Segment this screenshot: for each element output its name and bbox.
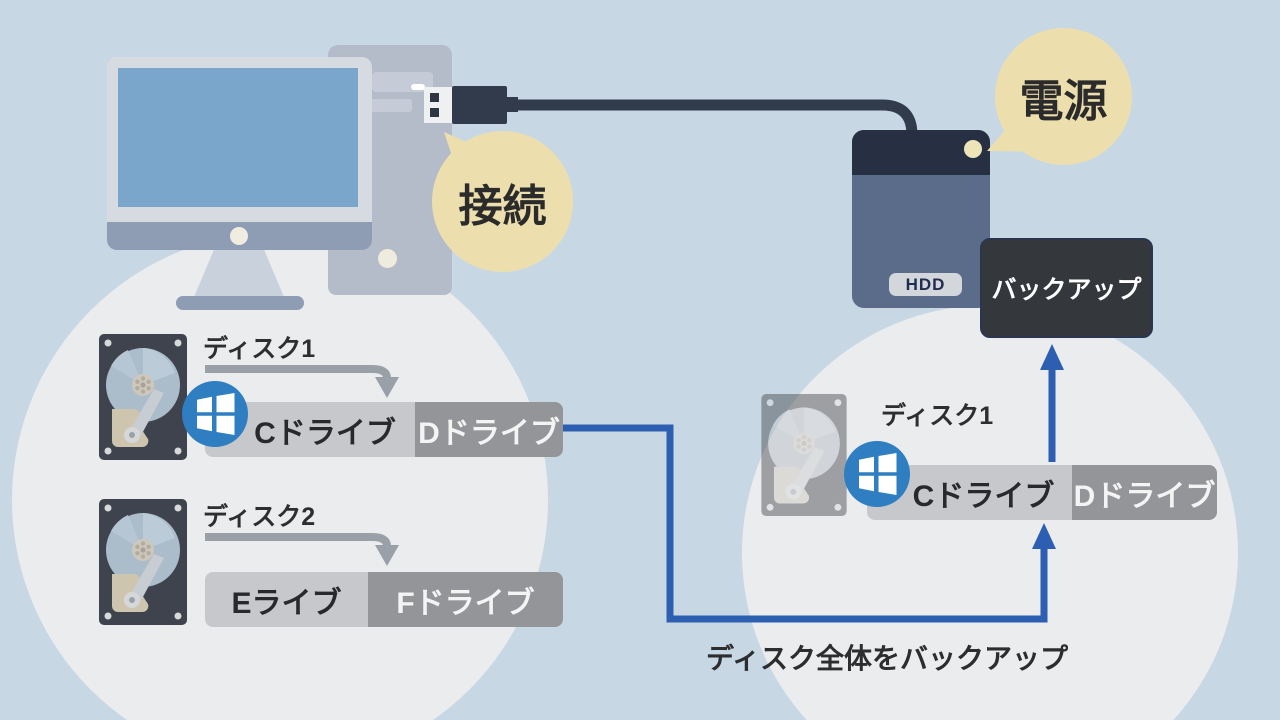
power-bubble: 電源 (995, 28, 1132, 165)
hdd-platter-image-disk1 (98, 333, 188, 461)
windows-logo-icon (182, 381, 248, 447)
tower-indicator-dash (411, 84, 425, 90)
power-bubble-label: 電源 (1019, 76, 1108, 126)
tower-power-button (378, 249, 397, 268)
background-circle-left (12, 232, 548, 720)
windows-logo-icon (844, 441, 910, 507)
usb-pin (430, 108, 439, 117)
monitor-stand-base (176, 296, 304, 310)
drive-d-left: Dドライブ (415, 402, 563, 457)
usb-pin (430, 93, 439, 102)
usb-plug-neck (505, 97, 518, 112)
connect-bubble-label: 接続 (458, 181, 547, 231)
backup-box-label: バックアップ (991, 276, 1142, 304)
disk1-title: ディスク1 (203, 335, 316, 363)
monitor-screen (118, 68, 358, 207)
monitor-button (230, 227, 248, 245)
drive-f-left: Fドライブ (368, 572, 563, 627)
drive-d-right: Dドライブ (1072, 465, 1217, 520)
hdd-platter-image-disk2 (98, 498, 188, 626)
flow-caption: ディスク全体をバックアップ (706, 643, 1069, 674)
backup-disk1-title: ディスク1 (881, 402, 994, 430)
disk2-title: ディスク2 (203, 503, 316, 531)
backup-box: バックアップ (980, 238, 1153, 338)
external-hdd-led (964, 140, 982, 158)
connect-bubble: 接続 (432, 131, 573, 272)
hdd-platter-image-disk1-backup (758, 393, 850, 517)
drive-e-left: Eライブ (205, 572, 368, 627)
usb-plug (452, 86, 507, 124)
external-hdd-label: HDD (889, 273, 962, 296)
